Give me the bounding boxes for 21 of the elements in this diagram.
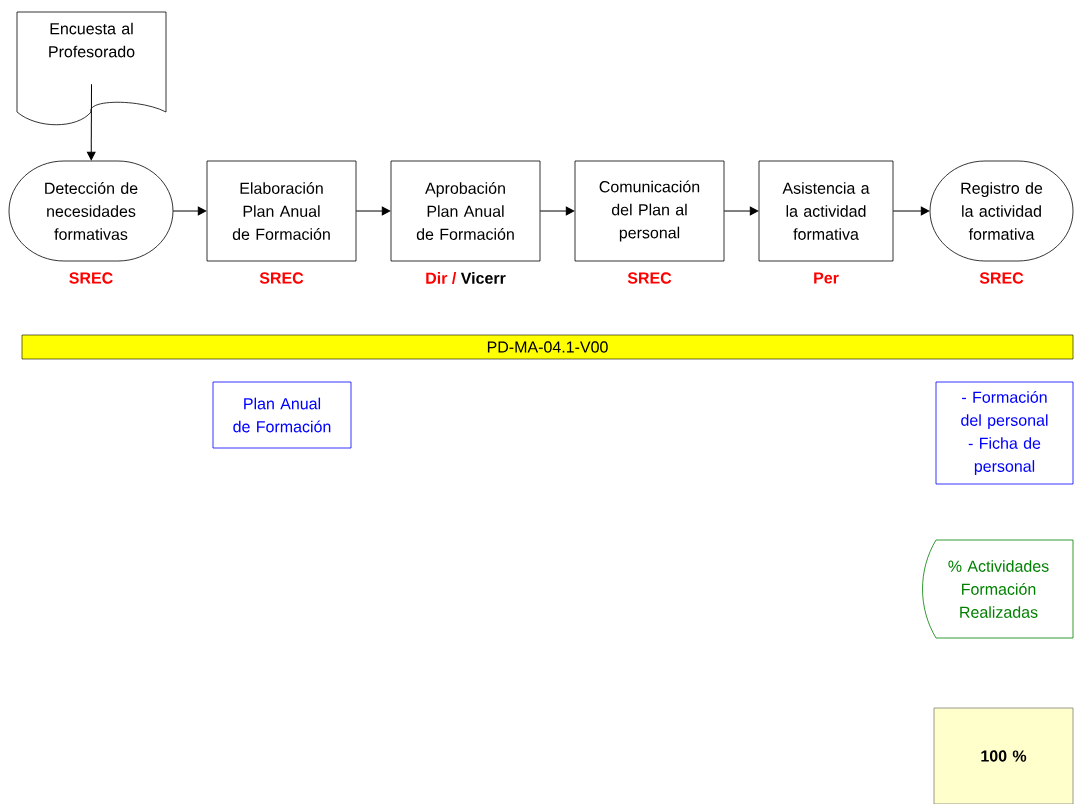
role-label: SREC xyxy=(259,272,304,284)
arrow xyxy=(723,206,759,216)
role-label: SREC xyxy=(979,272,1024,284)
role-label: Dir / Vicerr xyxy=(426,272,506,284)
role-label: SREC xyxy=(627,272,672,284)
process-box: Asistencia a la actividad formativa xyxy=(758,160,894,262)
process-box: Aprobación Plan Anual de Formación xyxy=(390,160,541,262)
process-box: Comunicación del Plan al personal xyxy=(574,160,725,262)
arrow xyxy=(86,83,96,161)
role-label: Per xyxy=(814,272,839,284)
record-box: Plan Anual de Formación xyxy=(212,381,352,449)
record-box: - Formación del personal - Ficha de personal xyxy=(935,381,1074,485)
indicator-shape: % Actividades Formación Realizadas xyxy=(922,539,1074,639)
arrow xyxy=(355,206,391,216)
process-box: Elaboración Plan Anual de Formación xyxy=(206,160,357,262)
role-label: SREC xyxy=(69,272,113,284)
arrow xyxy=(172,206,207,216)
arrow xyxy=(539,206,575,216)
arrow xyxy=(892,206,930,216)
code-band: PD-MA-04.1-V00 xyxy=(21,334,1074,360)
value-box: 100 % xyxy=(933,707,1074,804)
